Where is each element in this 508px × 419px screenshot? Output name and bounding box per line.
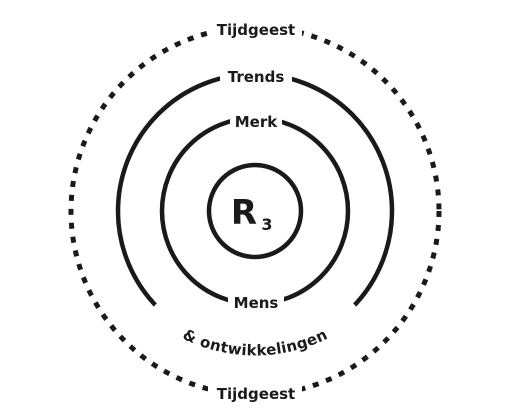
- merk-top-gap: [230, 108, 282, 132]
- trends-label: Trends: [228, 68, 285, 86]
- dotted-bottom-gap: [208, 383, 302, 405]
- tijdgeest-bottom-label: Tijdgeest: [217, 385, 295, 403]
- center-subscript: 3: [261, 215, 272, 234]
- mens-label: Mens: [234, 294, 279, 312]
- center-label: R: [231, 193, 257, 233]
- mens-bottom-gap: [228, 290, 284, 314]
- dotted-top-gap: [208, 18, 302, 40]
- core-circle: [206, 162, 304, 260]
- trends-bottom-gap: [141, 301, 369, 364]
- dotted-outer-circle: [68, 24, 442, 398]
- tijdgeest-top-label: Tijdgeest: [217, 21, 295, 39]
- merk-label: Merk: [235, 113, 278, 131]
- trends-top-gap: [220, 63, 292, 87]
- center-letter: R: [231, 193, 257, 233]
